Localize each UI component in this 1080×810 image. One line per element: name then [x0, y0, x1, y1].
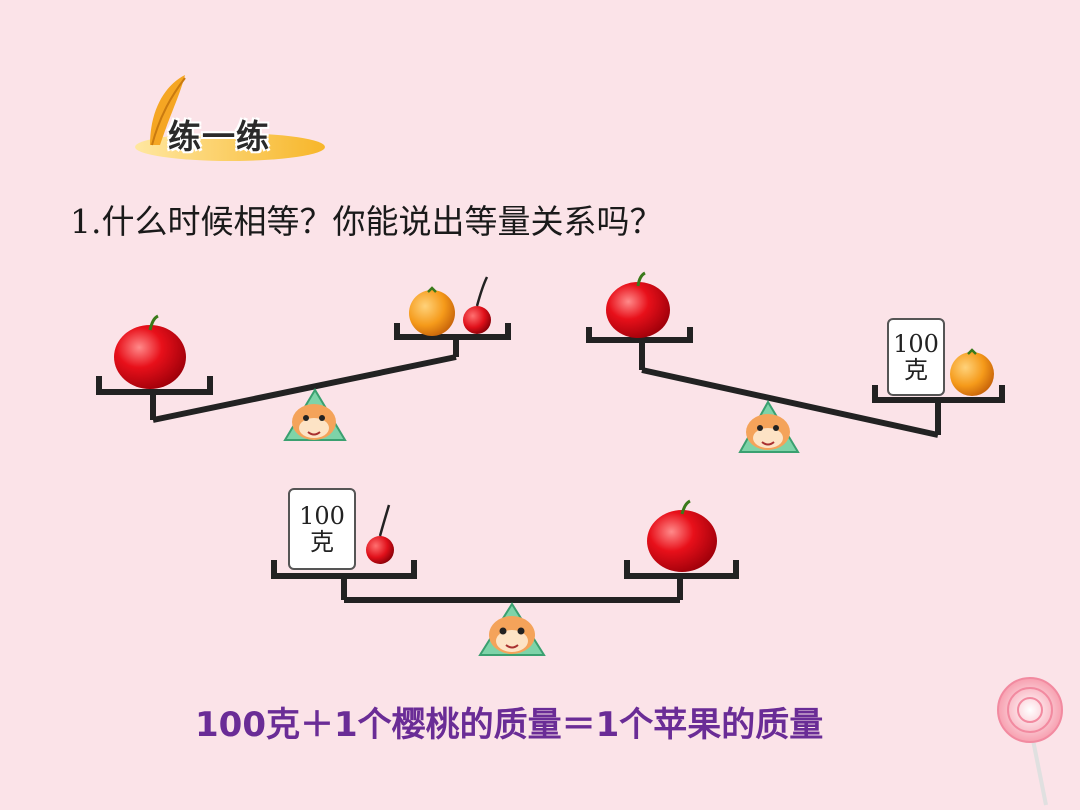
- cherry-icon: [463, 276, 491, 334]
- section-badge-label: 练一练: [168, 117, 270, 156]
- question-text: 1.什么时候相等？你能说出等量关系吗？: [70, 202, 663, 241]
- orange-icon: [950, 348, 994, 396]
- answer-text: 100克＋1个樱桃的质量＝1个苹果的质量: [195, 705, 824, 745]
- lollipop-icon: [997, 677, 1063, 806]
- weight-number: 100: [893, 330, 939, 358]
- monkey-fulcrum-icon: [283, 388, 347, 441]
- scale-3: [271, 499, 739, 656]
- monkey-fulcrum-icon: [738, 400, 800, 453]
- scale-1: [96, 276, 511, 441]
- weight-unit: 克: [310, 528, 334, 556]
- scale-2: [586, 271, 1005, 453]
- apple-icon: [606, 271, 670, 338]
- badge-graphic: [135, 75, 325, 161]
- monkey-fulcrum-icon: [478, 602, 546, 656]
- apple-icon: [114, 314, 186, 389]
- cherry-icon: [366, 504, 394, 564]
- apple-icon: [647, 499, 717, 572]
- orange-icon: [409, 286, 455, 336]
- weight-number: 100: [299, 502, 345, 530]
- weight-unit: 克: [904, 356, 928, 384]
- weight-block: 100 克: [887, 318, 945, 396]
- weight-block: 100 克: [288, 488, 356, 570]
